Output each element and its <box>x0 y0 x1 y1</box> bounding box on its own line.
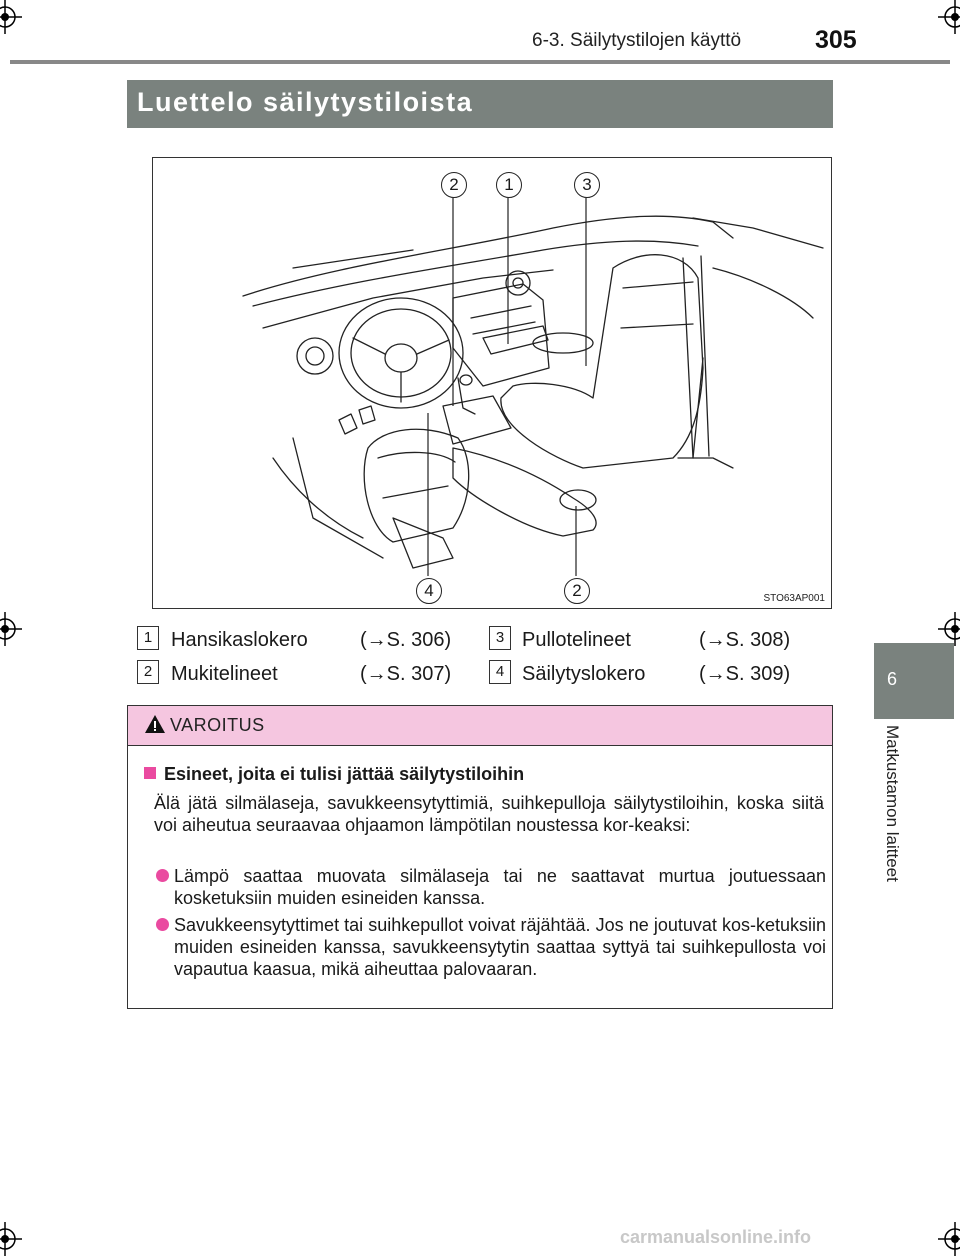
watermark: carmanualsonline.info <box>620 1227 812 1247</box>
callout-badge: 2 <box>441 172 467 198</box>
square-bullet-icon <box>144 767 156 779</box>
chapter-number: 6 <box>886 669 897 689</box>
callout-badge: 1 <box>496 172 522 198</box>
chapter-tab: 6 <box>874 643 954 719</box>
car-interior-illustration <box>242 198 824 576</box>
legend-page-ref: (→S. 309) <box>699 663 791 685</box>
page-title: Luettelo säilytystiloista <box>137 87 474 117</box>
callout-badge: 2 <box>564 578 590 604</box>
warning-heading: Esineet, joita ei tulisi jättää säilytys… <box>144 764 524 785</box>
round-bullet-icon <box>156 869 169 882</box>
warning-heading-text: Esineet, joita ei tulisi jättää säilytys… <box>164 764 525 784</box>
warning-bullet-text: Lämpö saattaa muovata silmälaseja tai ne… <box>174 866 826 908</box>
warning-title: VAROITUS <box>170 715 265 735</box>
chapter-label-text: Matkustamon laitteet <box>883 725 902 882</box>
crop-mark-icon <box>0 612 22 646</box>
legend-label: Mukitelineet <box>171 663 278 685</box>
crop-mark-icon <box>0 0 22 34</box>
page-number: 305 <box>815 26 857 54</box>
legend-page-ref: (→S. 307) <box>360 663 452 685</box>
legend-label: Pullotelineet <box>522 629 631 651</box>
legend-label: Hansikaslokero <box>171 629 308 651</box>
legend-page-ref: (→S. 308) <box>699 629 791 651</box>
legend-page-ref: (→S. 306) <box>360 629 452 651</box>
warning-box: VAROITUS Esineet, joita ei tulisi jättää… <box>127 705 833 1009</box>
crop-mark-icon <box>938 0 960 34</box>
crop-mark-icon <box>938 1222 960 1256</box>
warning-intro: Älä jätä silmälaseja, savukkeensytyttimi… <box>154 793 824 835</box>
header-divider <box>10 60 950 64</box>
legend-label: Säilytyslokero <box>522 663 646 685</box>
header-section-title: 6-3. Säilytystilojen käyttö <box>532 30 742 51</box>
storage-locations-figure: 2 1 3 4 2 STO63AP001 <box>152 157 832 609</box>
callout-badge: 4 <box>416 578 442 604</box>
callout-badge: 3 <box>574 172 600 198</box>
chapter-label: Matkustamon laitteet <box>874 725 910 925</box>
round-bullet-icon <box>156 918 169 931</box>
crop-mark-icon <box>0 1222 22 1256</box>
warning-header: VAROITUS <box>128 706 832 746</box>
section-title-bar: Luettelo säilytystiloista <box>127 80 833 128</box>
figure-code: STO63AP001 <box>763 593 825 604</box>
legend-number-badge: 4 <box>489 660 511 684</box>
legend-number-badge: 3 <box>489 626 511 650</box>
legend-number-badge: 2 <box>137 660 159 684</box>
crop-mark-icon <box>938 612 960 646</box>
legend-number-badge: 1 <box>137 626 159 650</box>
warning-triangle-icon <box>145 715 165 733</box>
warning-bullet-text: Savukkeensytyttimet tai suihkepullot voi… <box>174 915 826 979</box>
